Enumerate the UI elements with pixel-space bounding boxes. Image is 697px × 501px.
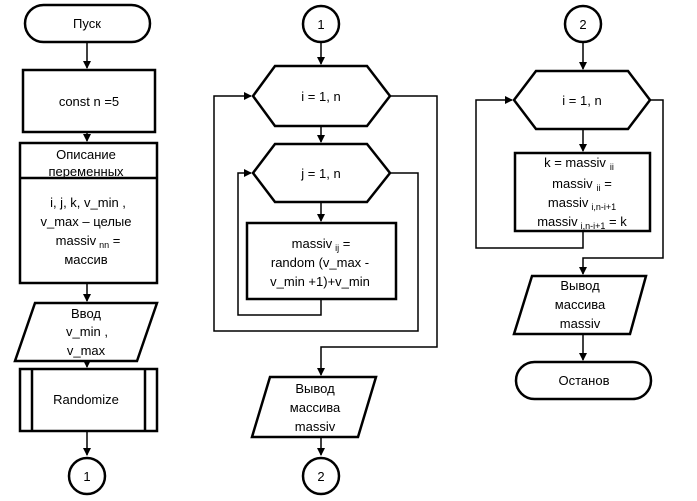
connector-1-out: 1: [67, 456, 107, 496]
connector-2-out: 2: [301, 456, 341, 496]
loop-i-label: i = 1, n: [301, 89, 340, 104]
output-block-2: Вывод массива massiv: [512, 274, 648, 336]
loop-i-block-2: i = 1, n: [512, 69, 652, 131]
const-label: const n =5: [59, 94, 119, 109]
connector-2-in: 2: [563, 4, 603, 44]
vars-line-1: i, j, k, v_min ,: [50, 195, 126, 210]
output-line-1: Вывод: [560, 278, 600, 293]
loop-return: [475, 96, 584, 249]
stop-label: Останов: [559, 373, 610, 388]
loop-j-block: j = 1, n: [251, 142, 392, 204]
start-label: Пуск: [73, 16, 101, 31]
loop-i-label: i = 1, n: [562, 93, 601, 108]
output-line-2: массива: [290, 400, 341, 415]
assign-line-3: v_min +1)+v_min: [270, 274, 370, 289]
const-block: const n =5: [21, 68, 157, 134]
loop-i-block: i = 1, n: [251, 64, 392, 128]
variables-block: Описание переменных i, j, k, v_min , v_m…: [18, 141, 159, 285]
vars-line-4: массив: [64, 252, 107, 267]
output-line-3: massiv: [560, 316, 601, 331]
output-line-3: massiv: [295, 419, 336, 434]
stop-terminator: Останов: [514, 360, 653, 401]
outer-loop-return: [213, 92, 419, 332]
output-block: Вывод массива massiv: [250, 375, 378, 439]
input-line-2: v_min ,: [66, 324, 108, 339]
vars-title-1: Описание: [56, 147, 116, 162]
connector-label: 2: [579, 17, 586, 32]
output-line-2: массива: [555, 297, 606, 312]
vars-title-2: переменных: [48, 164, 124, 179]
vars-line-2: v_max – целые: [41, 214, 132, 229]
randomize-block: Randomize: [18, 367, 159, 433]
outer-loop-exit: [317, 95, 438, 376]
inner-loop-return: [237, 169, 322, 316]
input-line-1: Ввод: [71, 306, 101, 321]
loop-j-label: j = 1, n: [300, 166, 340, 181]
input-line-3: v_max: [67, 343, 106, 358]
connector-label: 2: [317, 469, 324, 484]
connector-label: 1: [83, 469, 90, 484]
input-block: Ввод v_min , v_max: [13, 301, 159, 363]
assign-line-2: random (v_max -: [271, 255, 369, 270]
connector-1-in: 1: [301, 4, 341, 44]
start-terminator: Пуск: [23, 3, 152, 44]
loop-exit: [579, 99, 664, 275]
connector-label: 1: [317, 17, 324, 32]
randomize-label: Randomize: [53, 392, 119, 407]
column-1: Пуск const n =5 Описание переменных i, j…: [13, 3, 159, 496]
output-line-1: Вывод: [295, 381, 335, 396]
